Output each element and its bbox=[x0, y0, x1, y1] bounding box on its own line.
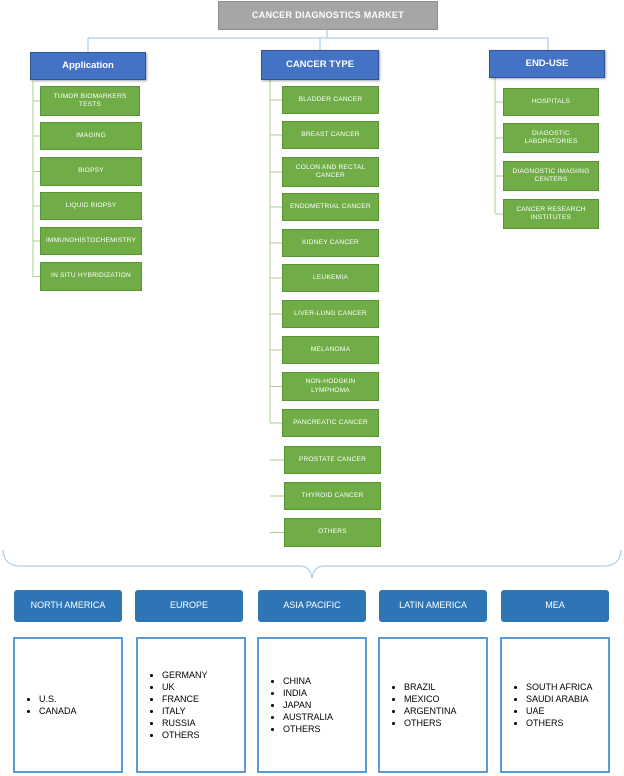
country-item: ITALY bbox=[162, 705, 208, 717]
leaf-item: PROSTATE CANCER bbox=[284, 446, 381, 474]
segment-heading-application: Application bbox=[30, 52, 146, 80]
country-item: AUSTRALIA bbox=[283, 711, 333, 723]
leaf-item: LIQUID BIOPSY bbox=[40, 192, 142, 220]
leaf-item: TUMOR BIOMARKERS TESTS bbox=[40, 86, 140, 116]
country-item: UAE bbox=[526, 705, 593, 717]
leaf-item: BIOPSY bbox=[40, 157, 142, 186]
leaf-item: OTHERS bbox=[284, 518, 381, 547]
leaf-item: PANCREATIC CANCER bbox=[282, 409, 379, 437]
country-item: INDIA bbox=[283, 687, 333, 699]
country-list-europe: GERMANYUKFRANCEITALYRUSSIAOTHERS bbox=[136, 637, 246, 773]
leaf-item: LEUKEMIA bbox=[282, 264, 379, 292]
country-list-asia-pacific: CHINAINDIAJAPANAUSTRALIAOTHERS bbox=[257, 637, 367, 773]
leaf-item: IN SITU HYBRIDIZATION bbox=[40, 262, 142, 291]
leaf-item: BLADDER CANCER bbox=[282, 86, 379, 114]
country-item: UK bbox=[162, 681, 208, 693]
leaf-item: DIAGNOSTIC IMAGIING CENTERS bbox=[503, 161, 599, 191]
country-item: U.S. bbox=[39, 693, 77, 705]
country-item: RUSSIA bbox=[162, 717, 208, 729]
region-latin-america: LATIN AMERICA bbox=[379, 590, 487, 622]
country-list-latin-america: BRAZILMEXICOARGENTINAOTHERS bbox=[378, 637, 488, 773]
country-item: CANADA bbox=[39, 705, 77, 717]
region-mea: MEA bbox=[501, 590, 609, 622]
country-item: OTHERS bbox=[404, 717, 457, 729]
leaf-item: DIAGOSTIC LABORATORIES bbox=[503, 123, 599, 153]
leaf-item: HOSPITALS bbox=[503, 88, 599, 116]
region-europe: EUROPE bbox=[135, 590, 243, 622]
country-item: MEXICO bbox=[404, 693, 457, 705]
leaf-item: CANCER RESEARCH INSTITUTES bbox=[503, 199, 599, 229]
country-item: ARGENTINA bbox=[404, 705, 457, 717]
leaf-item: KIDNEY CANCER bbox=[282, 229, 379, 257]
country-list-north-america: U.S.CANADA bbox=[13, 637, 123, 773]
country-item: OTHERS bbox=[526, 717, 593, 729]
country-item: SAUDI ARABIA bbox=[526, 693, 593, 705]
country-item: OTHERS bbox=[162, 729, 208, 741]
country-item: JAPAN bbox=[283, 699, 333, 711]
country-list-mea: SOUTH AFRICASAUDI ARABIAUAEOTHERS bbox=[500, 637, 610, 773]
leaf-item: ENDOMETRIAL CANCER bbox=[282, 193, 379, 221]
leaf-item: BREAST CANCER bbox=[282, 121, 379, 149]
segment-heading-end-use: END-USE bbox=[489, 50, 605, 78]
country-item: GERMANY bbox=[162, 669, 208, 681]
leaf-item: NON-HODGKIN LYMPHOMA bbox=[282, 372, 379, 401]
country-item: SOUTH AFRICA bbox=[526, 681, 593, 693]
country-item: BRAZIL bbox=[404, 681, 457, 693]
region-asia-pacific: ASIA PACIFIC bbox=[258, 590, 366, 622]
country-item: FRANCE bbox=[162, 693, 208, 705]
leaf-item: THYROID CANCER bbox=[284, 482, 381, 510]
segment-heading-cancer-type: CANCER TYPE bbox=[261, 50, 379, 80]
leaf-item: LIVER-LUNG CANCER bbox=[282, 300, 379, 328]
diagram-title: CANCER DIAGNOSTICS MARKET bbox=[218, 1, 438, 30]
country-item: OTHERS bbox=[283, 723, 333, 735]
leaf-item: IMAGING bbox=[40, 122, 142, 150]
leaf-item: MELANOMA bbox=[282, 336, 379, 364]
leaf-item: COLON AND RECTAL CANCER bbox=[282, 157, 379, 187]
leaf-item: IMMUNOHISTOCHEMISTRY bbox=[40, 227, 142, 255]
region-north-america: NORTH AMERICA bbox=[14, 590, 122, 622]
country-item: CHINA bbox=[283, 675, 333, 687]
